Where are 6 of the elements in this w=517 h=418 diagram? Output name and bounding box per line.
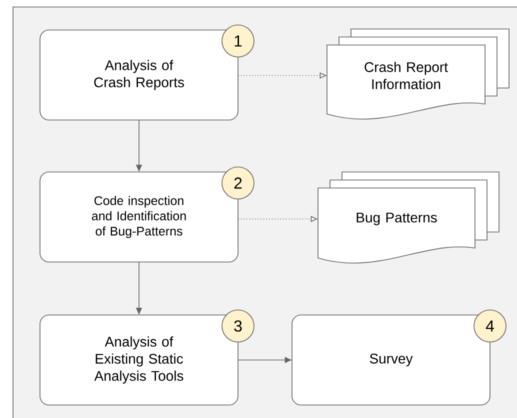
number-badge: 2 [222, 166, 254, 200]
number-badge: 3 [222, 310, 254, 342]
number-badge: 4 [474, 310, 506, 342]
document-stack: Crash Report Information [326, 28, 510, 120]
document-stack: Bug Patterns [318, 172, 500, 264]
number-badge: 1 [222, 24, 254, 58]
